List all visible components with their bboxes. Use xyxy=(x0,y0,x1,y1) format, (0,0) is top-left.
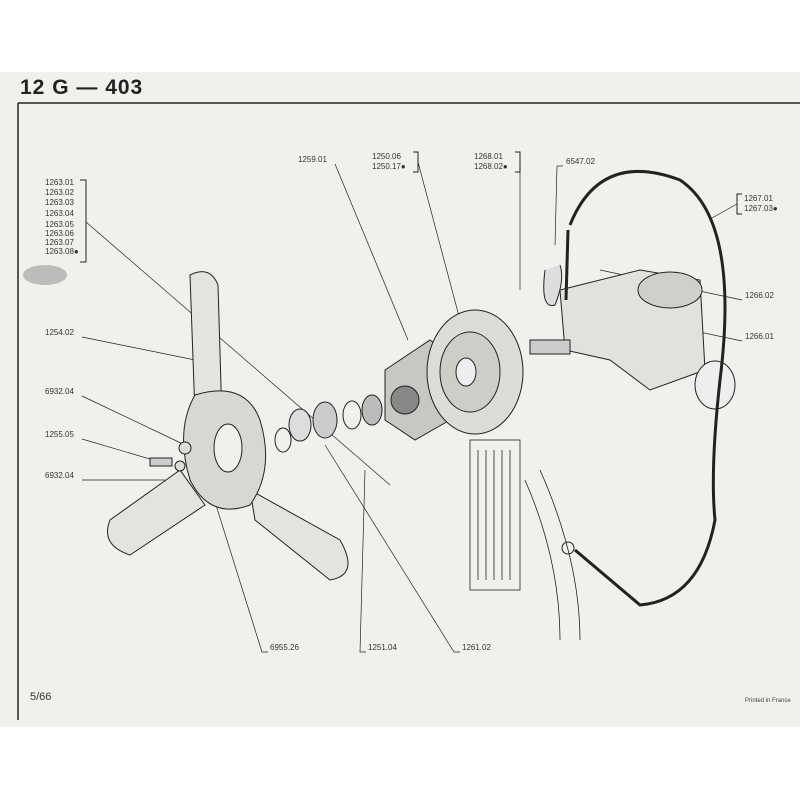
label-1263-07: 1263.07 xyxy=(45,238,74,247)
label-1263-08: 1263.08● xyxy=(45,247,79,256)
page-title: 12 G — 403 xyxy=(20,76,144,99)
label-6547-02: 6547.02 xyxy=(566,157,595,166)
label-1266-01: 1266.01 xyxy=(745,332,774,341)
page-number: 5/66 xyxy=(30,691,52,703)
label-1251-04: 1251.04 xyxy=(368,643,397,652)
label-1250-06: 1250.06 xyxy=(372,152,401,161)
radiator xyxy=(469,439,581,641)
label-1254-02: 1254.02 xyxy=(45,328,74,337)
label-1250-17: 1250.17● xyxy=(372,162,406,171)
label-1268-02: 1268.02● xyxy=(474,162,508,171)
label-1266-02: 1266.02 xyxy=(745,291,774,300)
label-1268-01: 1268.01 xyxy=(474,152,503,161)
bolt xyxy=(149,457,173,467)
label-1263-06: 1263.06 xyxy=(45,229,74,238)
label-1267-01: 1267.01 xyxy=(744,194,773,203)
label-6955-26: 6955.26 xyxy=(270,643,299,652)
label-1263-04: 1263.04 xyxy=(45,209,74,218)
label-1267-03: 1267.03● xyxy=(744,204,778,213)
label-1259-01: 1259.01 xyxy=(298,155,327,164)
label-1255-05: 1255.05 xyxy=(45,430,74,439)
label-1263-05: 1263.05 xyxy=(45,220,74,229)
printed-in-france: Printed in France xyxy=(745,698,791,704)
label-1263-03: 1263.03 xyxy=(45,198,74,207)
label-6932-04-a: 6932.04 xyxy=(45,387,74,396)
label-6932-04-b: 6932.04 xyxy=(45,471,74,480)
fan-blade-assembly xyxy=(107,271,349,581)
ink-smudge xyxy=(23,265,67,285)
cable xyxy=(568,169,727,607)
label-1263-02: 1263.02 xyxy=(45,188,74,197)
label-1263-01: 1263.01 xyxy=(45,178,74,187)
label-1261-02: 1261.02 xyxy=(462,643,491,652)
water-pump xyxy=(529,269,736,410)
